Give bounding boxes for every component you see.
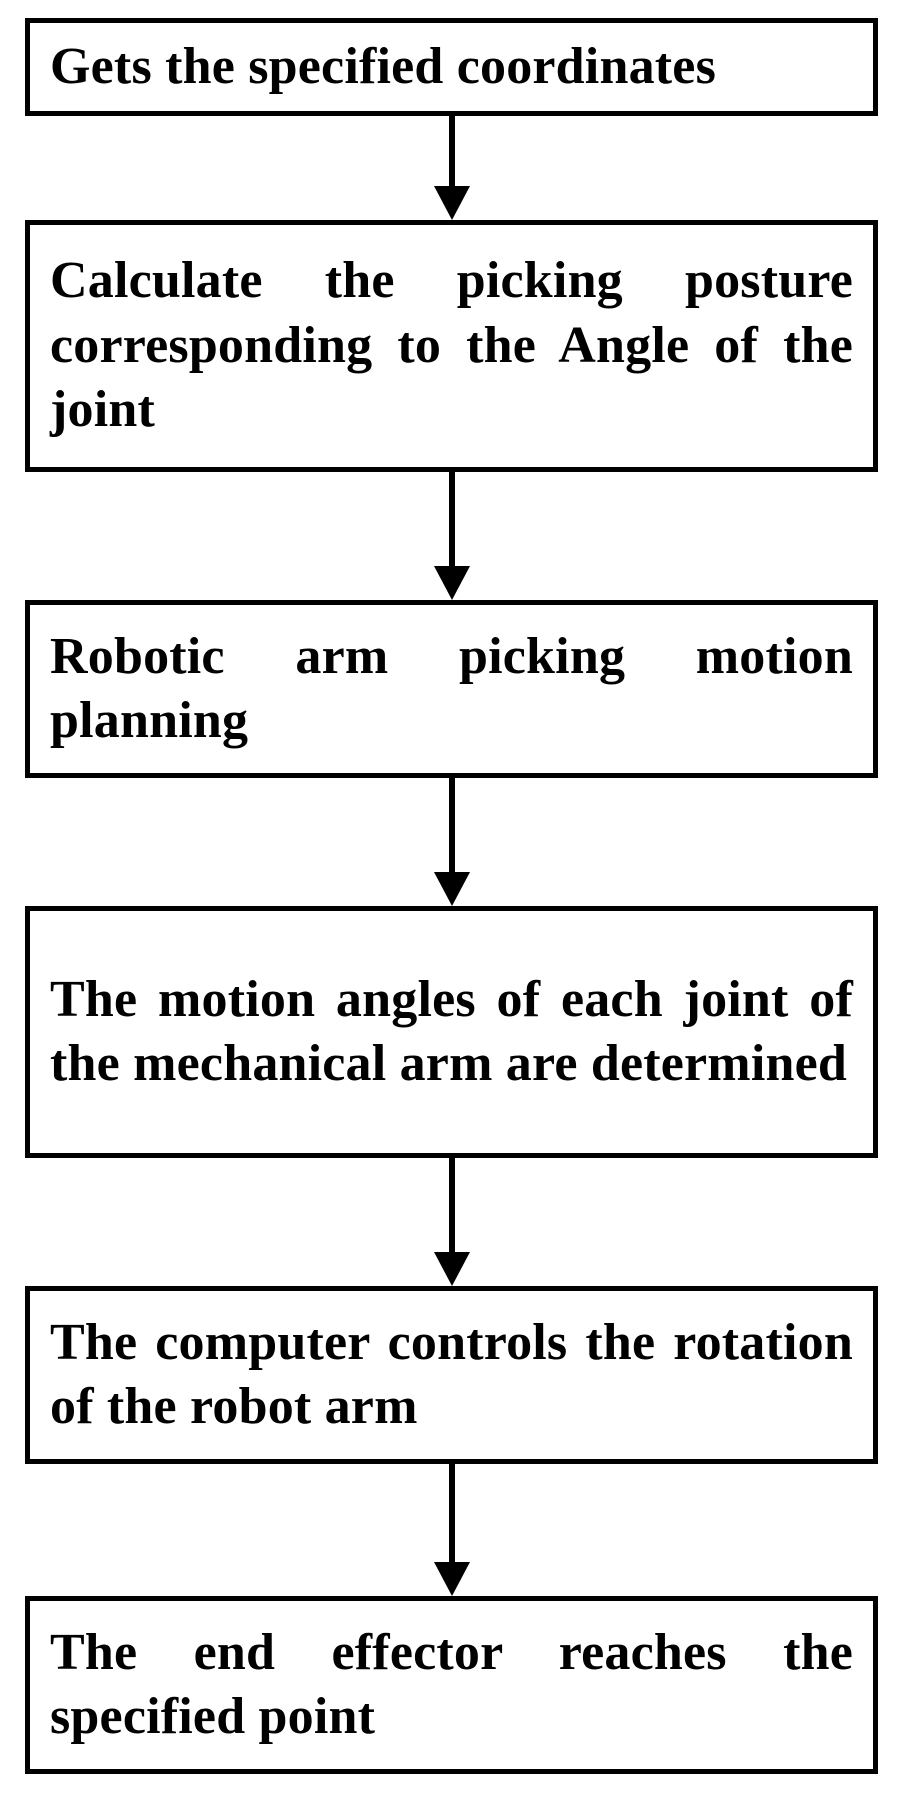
step-label: Gets the specified coordinates xyxy=(50,37,717,95)
arrow-down-icon xyxy=(434,1158,470,1286)
step-motion-planning: Robotic arm picking motion planning xyxy=(25,600,878,778)
arrow-down-icon xyxy=(434,1464,470,1596)
arrow-down-icon xyxy=(434,472,470,600)
step-label: The computer controls the rotation of th… xyxy=(50,1313,853,1435)
arrow-down-icon xyxy=(434,116,470,220)
arrow-down-icon xyxy=(434,778,470,906)
step-get-coordinates: Gets the specified coordinates xyxy=(25,18,878,116)
step-label: Calculate the picking posture correspond… xyxy=(50,252,853,439)
step-calculate-posture: Calculate the picking posture correspond… xyxy=(25,220,878,472)
step-computer-controls: The computer controls the rotation of th… xyxy=(25,1286,878,1464)
step-end-effector: The end effector reaches the specified p… xyxy=(25,1596,878,1774)
step-label: The motion angles of each joint of the m… xyxy=(50,970,853,1092)
step-label: Robotic arm picking motion planning xyxy=(50,627,853,749)
step-label: The end effector reaches the specified p… xyxy=(50,1623,853,1745)
step-joint-angles: The motion angles of each joint of the m… xyxy=(25,906,878,1158)
